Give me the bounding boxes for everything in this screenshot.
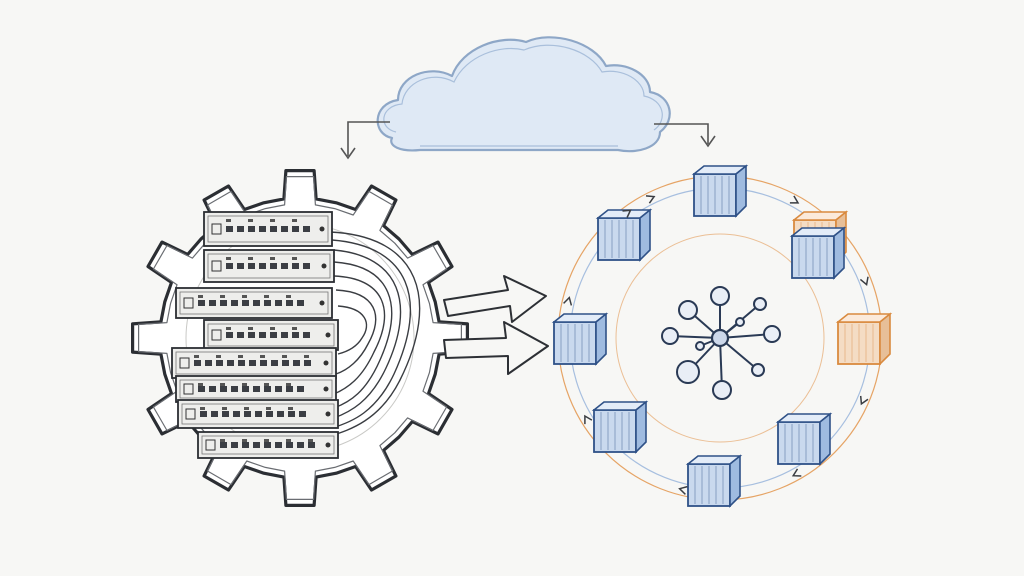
- arrowhead-icon: [791, 468, 802, 477]
- hub-node: [751, 363, 765, 377]
- hub-node: [763, 325, 781, 343]
- arrowhead-icon: [563, 296, 573, 306]
- hub-node: [661, 327, 679, 345]
- hub-core: [710, 328, 730, 348]
- server-unit: [171, 347, 337, 379]
- container-box: [591, 400, 649, 454]
- gear-sketch-line: [138, 176, 462, 500]
- hub-node: [712, 380, 732, 400]
- hub-node: [695, 341, 705, 351]
- network-hub-icon: [661, 286, 781, 400]
- server-unit: [177, 399, 339, 429]
- container-box: [595, 208, 653, 262]
- arrowhead-icon: [678, 485, 688, 495]
- container-box: [775, 412, 833, 466]
- hub-node: [676, 360, 700, 384]
- arrowhead-icon: [645, 195, 656, 204]
- container-box: [685, 454, 743, 508]
- arrowhead-icon: [789, 195, 800, 204]
- container-box: [835, 312, 893, 366]
- arrow-right-icon: [443, 321, 549, 375]
- container-cluster-icon: [551, 164, 893, 508]
- cloud-icon: [376, 36, 671, 153]
- arrow-right-icon: [443, 275, 547, 323]
- arrowhead-icon: [622, 209, 632, 218]
- server-unit: [197, 431, 339, 459]
- cable-bundle: [329, 231, 421, 437]
- server-unit: [175, 375, 337, 403]
- arrow-down-icon: [340, 121, 390, 160]
- hub-node: [678, 300, 698, 320]
- arrowhead-icon: [859, 395, 869, 406]
- hub-node: [710, 286, 730, 306]
- hub-node: [753, 297, 767, 311]
- container-box: [789, 226, 847, 280]
- server-unit: [175, 287, 333, 319]
- server-unit: [203, 319, 339, 351]
- server-unit: [203, 211, 333, 247]
- server-unit: [203, 249, 335, 283]
- hub-node: [735, 317, 745, 327]
- arrowhead-icon: [584, 414, 593, 425]
- container-box: [691, 164, 749, 218]
- container-box: [551, 312, 609, 366]
- arrow-down-icon: [654, 123, 716, 148]
- server-rack-icon: [171, 211, 339, 459]
- orbit-arrows: [563, 195, 869, 495]
- arrowhead-icon: [859, 276, 869, 287]
